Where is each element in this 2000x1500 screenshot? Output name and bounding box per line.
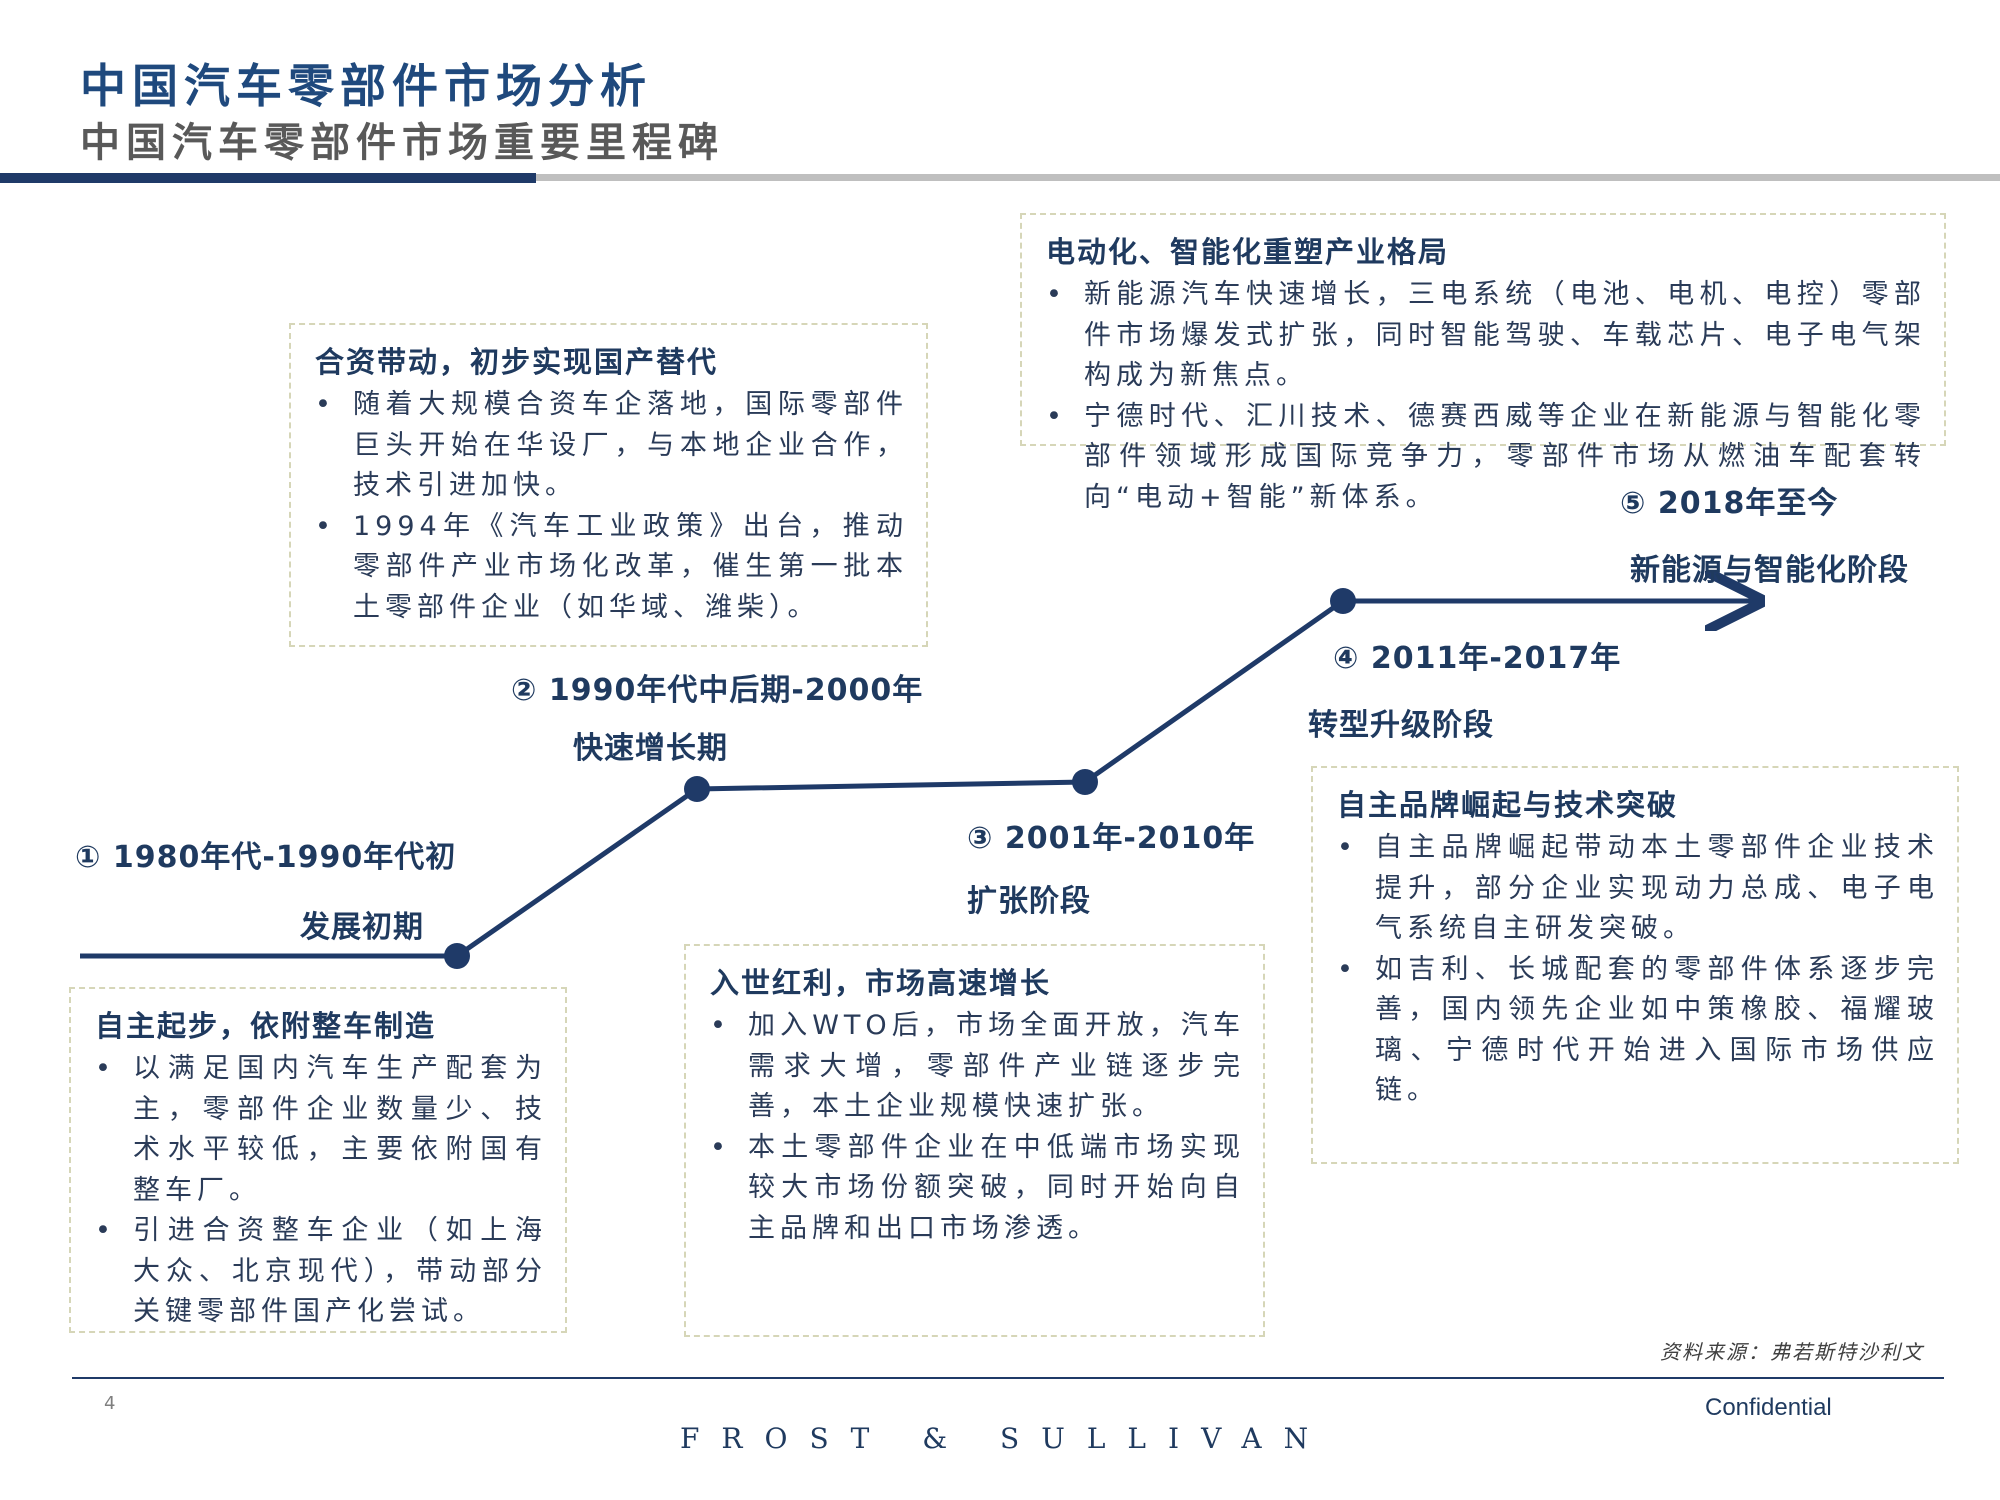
box-heading: 合资带动，初步实现国产替代 bbox=[315, 345, 719, 379]
box-bullet: 加入WTO后，市场全面开放，汽车需求大增，零部件产业链逐步完善，本土企业规模快速… bbox=[710, 1006, 1245, 1128]
stage-1-box: 自主起步，依附整车制造 以满足国内汽车生产配套为主，零部件企业数量少、技术水平较… bbox=[69, 987, 567, 1333]
box-heading: 入世红利，市场高速增长 bbox=[710, 966, 1052, 1000]
stage-2-name: 快速增长期 bbox=[573, 731, 728, 766]
stage-5-box: 电动化、智能化重塑产业格局 新能源汽车快速增长，三电系统（电池、电机、电控）零部… bbox=[1020, 213, 1946, 513]
box-bullet: 以满足国内汽车生产配套为主，零部件企业数量少、技术水平较低，主要依附国有整车厂。 bbox=[95, 1049, 547, 1211]
box-bullet: 引进合资整车企业（如上海大众、北京现代），带动部分关键零部件国产化尝试。 bbox=[95, 1211, 547, 1333]
stage-1-name: 发展初期 bbox=[300, 910, 424, 945]
source-note: 资料来源：弗若斯特沙利文 bbox=[1660, 1340, 1924, 1364]
box-bullet: 宁德时代、汇川技术、德赛西威等企业在新能源与智能化零部件领域形成国际竞争力，零部… bbox=[1046, 397, 1926, 519]
stage-1-period: ① 1980年代-1990年代初 bbox=[75, 840, 457, 875]
milestone-dot bbox=[444, 943, 470, 969]
footer-divider bbox=[72, 1377, 1944, 1379]
stage-5-name: 新能源与智能化阶段 bbox=[1630, 553, 1909, 588]
milestone-dot bbox=[1330, 588, 1356, 614]
page-title: 中国汽车零部件市场分析 bbox=[80, 59, 652, 113]
stage-3-period: ③ 2001年-2010年 bbox=[967, 821, 1256, 856]
stage-2-period: ② 1990年代中后期-2000年 bbox=[511, 673, 924, 708]
box-heading: 自主品牌崛起与技术突破 bbox=[1337, 788, 1679, 822]
confidential-label: Confidential bbox=[1705, 1394, 1832, 1421]
stage-3-box: 入世红利，市场高速增长 加入WTO后，市场全面开放，汽车需求大增，零部件产业链逐… bbox=[684, 944, 1265, 1337]
stage-4-name: 转型升级阶段 bbox=[1308, 708, 1494, 743]
box-heading: 电动化、智能化重塑产业格局 bbox=[1046, 235, 1450, 269]
timeline-path bbox=[80, 601, 1755, 959]
stage-4-period: ④ 2011年-2017年 bbox=[1333, 641, 1622, 676]
box-bullet: 自主品牌崛起带动本土零部件企业技术提升，部分企业实现动力总成、电子电气系统自主研… bbox=[1337, 828, 1939, 950]
box-bullet: 本土零部件企业在中低端市场实现较大市场份额突破，同时开始向自主品牌和出口市场渗透… bbox=[710, 1128, 1245, 1250]
stage-4-box: 自主品牌崛起与技术突破 自主品牌崛起带动本土零部件企业技术提升，部分企业实现动力… bbox=[1311, 766, 1959, 1164]
box-heading: 自主起步，依附整车制造 bbox=[95, 1009, 437, 1043]
stage-3-name: 扩张阶段 bbox=[967, 884, 1091, 919]
milestone-dot bbox=[1072, 769, 1098, 795]
box-bullet: 如吉利、长城配套的零部件体系逐步完善，国内领先企业如中策橡胶、福耀玻璃、宁德时代… bbox=[1337, 950, 1939, 1112]
box-bullet: 随着大规模合资车企落地，国际零部件巨头开始在华设厂，与本地企业合作，技术引进加快… bbox=[315, 385, 908, 507]
stage-2-box: 合资带动，初步实现国产替代 随着大规模合资车企落地，国际零部件巨头开始在华设厂，… bbox=[289, 323, 928, 647]
page-number: 4 bbox=[104, 1393, 116, 1414]
header-bar bbox=[536, 174, 2000, 181]
box-bullet: 新能源汽车快速增长，三电系统（电池、电机、电控）零部件市场爆发式扩张，同时智能驾… bbox=[1046, 275, 1926, 397]
header-bar-accent bbox=[0, 173, 536, 183]
box-bullet: 1994年《汽车工业政策》出台，推动零部件产业市场化改革，催生第一批本土零部件企… bbox=[315, 507, 908, 629]
frost-sullivan-logo: FROST & SULLIVAN bbox=[680, 1422, 1331, 1455]
page-subtitle: 中国汽车零部件市场重要里程碑 bbox=[80, 120, 724, 166]
milestone-dot bbox=[684, 776, 710, 802]
